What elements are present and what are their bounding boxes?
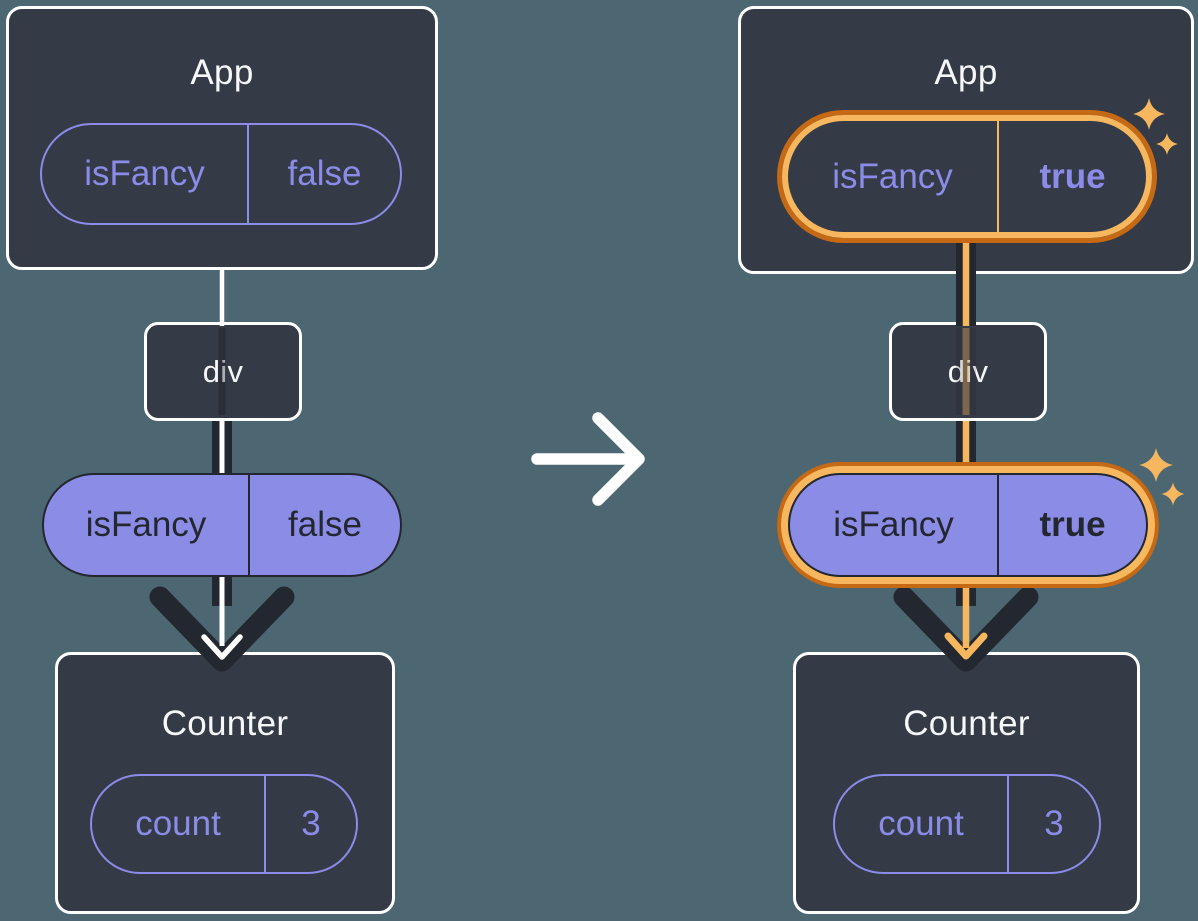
- state-value: 3: [1007, 776, 1099, 872]
- state-key: isFancy: [832, 156, 953, 196]
- right-arrow-icon: [531, 412, 645, 506]
- state-key: count: [135, 804, 221, 843]
- before-app-state-pill: isFancy false: [40, 123, 402, 225]
- state-value: true: [997, 121, 1146, 232]
- before-prop-pill: isFancy false: [42, 473, 402, 577]
- state-key: isFancy: [84, 154, 205, 193]
- after-div-label: div: [947, 353, 989, 389]
- state-value: false: [247, 125, 400, 223]
- before-app-title: App: [190, 53, 254, 92]
- before-counter-state-pill: count 3: [90, 774, 358, 874]
- after-app-state-pill-highlighted: isFancy true: [782, 115, 1152, 238]
- state-value: 3: [264, 776, 356, 872]
- after-prop-pill-highlighted: isFancy true: [788, 473, 1148, 577]
- state-key: count: [878, 804, 964, 843]
- before-div-node: div: [144, 322, 302, 421]
- before-counter-title: Counter: [161, 704, 289, 743]
- prop-value: true: [997, 475, 1146, 575]
- before-div-label: div: [202, 353, 244, 389]
- prop-value: false: [248, 475, 400, 575]
- after-counter-state-pill: count 3: [833, 774, 1101, 874]
- after-app-title: App: [934, 53, 998, 92]
- after-counter-title: Counter: [903, 704, 1030, 743]
- prop-key: isFancy: [833, 505, 954, 544]
- after-div-node: div: [889, 322, 1047, 421]
- prop-key: isFancy: [85, 505, 207, 544]
